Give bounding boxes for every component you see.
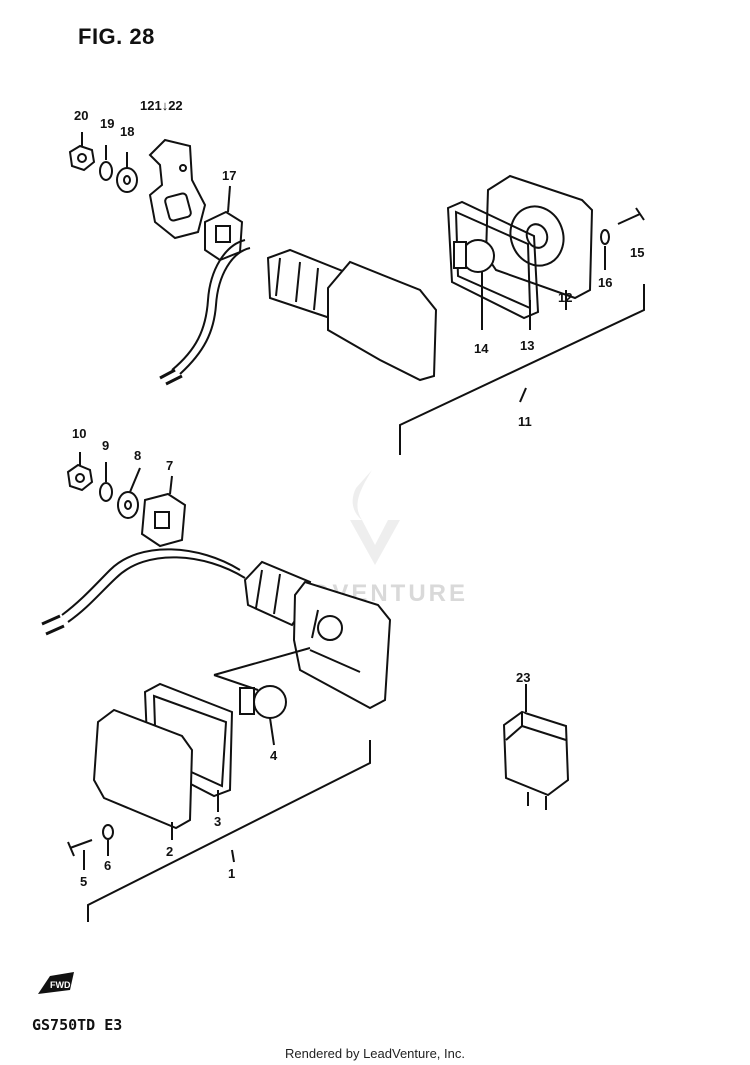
wire-lower <box>61 548 241 616</box>
callout-6: 6 <box>104 858 111 873</box>
callout-10: 10 <box>72 426 86 441</box>
grommet-7 <box>140 492 187 548</box>
washer-16 <box>600 229 610 245</box>
callout-18: 18 <box>120 124 134 139</box>
callout-23: 23 <box>516 670 530 685</box>
footer-credit: Rendered by LeadVenture, Inc. <box>285 1046 465 1061</box>
callout-20: 20 <box>74 108 88 123</box>
callout-4: 4 <box>270 748 278 763</box>
grommet-17 <box>204 210 244 262</box>
lens-2 <box>92 708 194 830</box>
callout-16: 16 <box>598 275 612 290</box>
callout-14: 14 <box>474 341 489 356</box>
lock-washer-19 <box>99 161 113 181</box>
washer-18 <box>116 167 138 193</box>
callout-17: 17 <box>222 168 236 183</box>
bulb-4 <box>253 685 287 719</box>
group-line-11 <box>399 284 645 455</box>
model-code: GS750TD E3 <box>32 1016 123 1034</box>
callout-8: 8 <box>134 448 141 463</box>
callout-9: 9 <box>102 438 109 453</box>
callout-1: 1 <box>228 866 235 881</box>
watermark-logo <box>350 470 400 565</box>
callout-11: 11 <box>518 414 532 429</box>
callout-21-22: 121↓22 <box>140 98 183 113</box>
callout-2: 2 <box>166 844 173 859</box>
screw-15 <box>617 207 645 225</box>
nut-10 <box>66 463 94 492</box>
callout-13: 13 <box>520 338 534 353</box>
fwd-label: FWD <box>50 980 71 990</box>
forward-arrow-icon: FWD <box>38 972 74 994</box>
group-line-1 <box>87 740 371 922</box>
callout-19: 19 <box>100 116 114 131</box>
nut-20 <box>68 144 96 172</box>
lens-12 <box>484 174 594 300</box>
screw-5 <box>67 839 93 857</box>
bracket-21-22 <box>148 138 207 240</box>
relay-23 <box>502 684 570 810</box>
lock-washer-9 <box>99 482 113 502</box>
lamp-housing-upper <box>327 260 438 382</box>
lower-assembly <box>41 452 392 922</box>
callout-7: 7 <box>166 458 173 473</box>
callout-15: 15 <box>630 245 644 260</box>
callout-numbers: 20 19 18 121↓22 17 15 16 12 13 14 11 10 … <box>72 98 644 889</box>
callout-5: 5 <box>80 874 87 889</box>
figure-title: FIG. 28 <box>78 24 155 49</box>
wire-upper <box>171 239 246 371</box>
washer-8 <box>117 491 139 519</box>
callout-12: 12 <box>558 290 572 305</box>
upper-assembly <box>68 132 645 455</box>
gasket-13 <box>446 200 540 320</box>
callout-3: 3 <box>214 814 221 829</box>
washer-6 <box>102 824 114 840</box>
